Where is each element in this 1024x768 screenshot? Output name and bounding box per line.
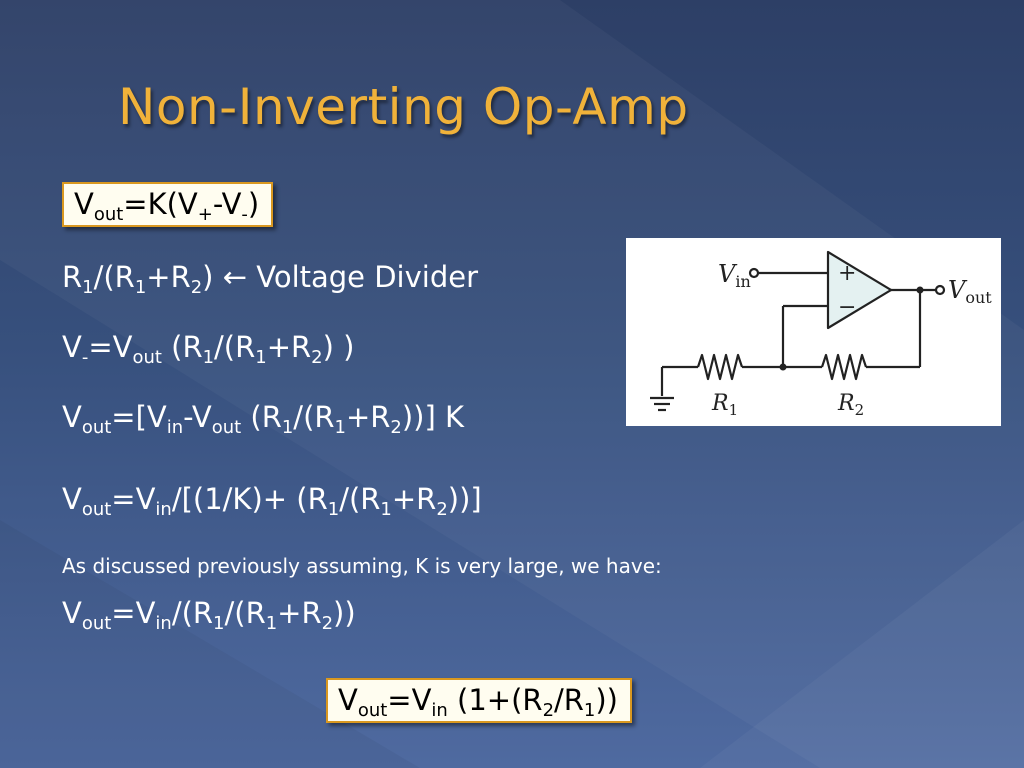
equation-final-gain: Vout=Vin (1+(R2/R1))	[326, 678, 632, 723]
plus-sign: +	[838, 261, 856, 286]
slide-title: Non-Inverting Op-Amp	[118, 78, 689, 136]
vout-label: Vout	[948, 276, 992, 307]
feedback-node	[779, 363, 787, 371]
minus-sign: −	[838, 295, 856, 320]
equation-substituted: Vout=[Vin-Vout (R1/(R1+R2))] K	[62, 400, 465, 438]
r2-label: R2	[837, 391, 864, 419]
equation-large-k: Vout=Vin/(R1/(R1+R2))	[62, 596, 356, 634]
vin-label: Vin	[718, 260, 751, 291]
note-text: As discussed previously assuming, K is v…	[62, 554, 662, 578]
output-node	[916, 286, 924, 294]
arrow-left-icon: ←	[222, 260, 248, 294]
r1-label: R1	[711, 391, 738, 419]
equation-open-loop: Vout=K(V+-V-)	[62, 182, 274, 227]
equation-feedback: V-=Vout (R1/(R1+R2) )	[62, 330, 355, 368]
equation-voltage-divider: R1/(R1+R2) ← Voltage Divider	[62, 260, 479, 298]
op-amp-schematic: + − Vin Vout R1 R2	[650, 250, 992, 419]
equation-solved: Vout=Vin/[(1/K)+ (R1/(R1+R2))]	[62, 482, 482, 520]
circuit-diagram: + − Vin Vout R1 R2	[626, 238, 1001, 426]
